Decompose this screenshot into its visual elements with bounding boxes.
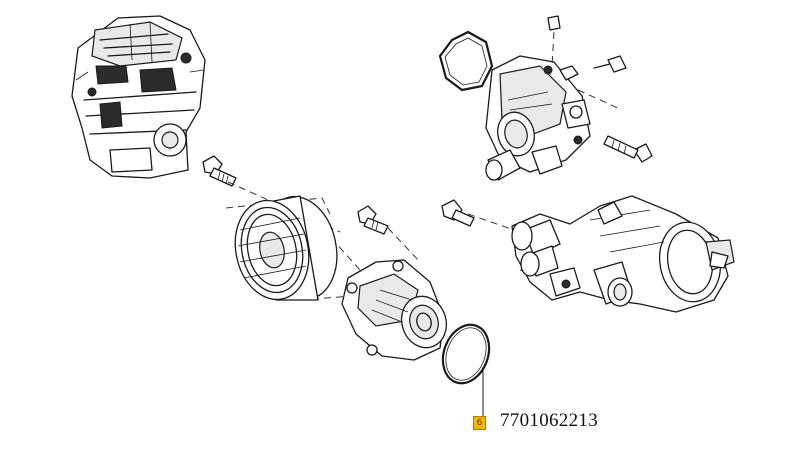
water-pump-illustration bbox=[341, 259, 448, 361]
gasket-illustration bbox=[438, 30, 494, 92]
thermostat-housing-illustration bbox=[485, 55, 591, 181]
outlet-housing-illustration bbox=[511, 195, 735, 313]
water-pump-bolt-illustration bbox=[357, 205, 389, 235]
o-ring-illustration bbox=[441, 323, 491, 385]
engine-block-illustration bbox=[71, 15, 206, 179]
housing-bolt-illustration bbox=[441, 199, 475, 227]
pulley-illustration bbox=[234, 195, 338, 301]
pulley-bolt-illustration bbox=[202, 155, 237, 187]
thermostat-bolt-illustration bbox=[603, 135, 653, 163]
sensor-plug-illustration bbox=[547, 15, 627, 81]
part-number-label: 7701062213 bbox=[500, 410, 598, 431]
callout-index-badge: 6 bbox=[473, 416, 486, 430]
